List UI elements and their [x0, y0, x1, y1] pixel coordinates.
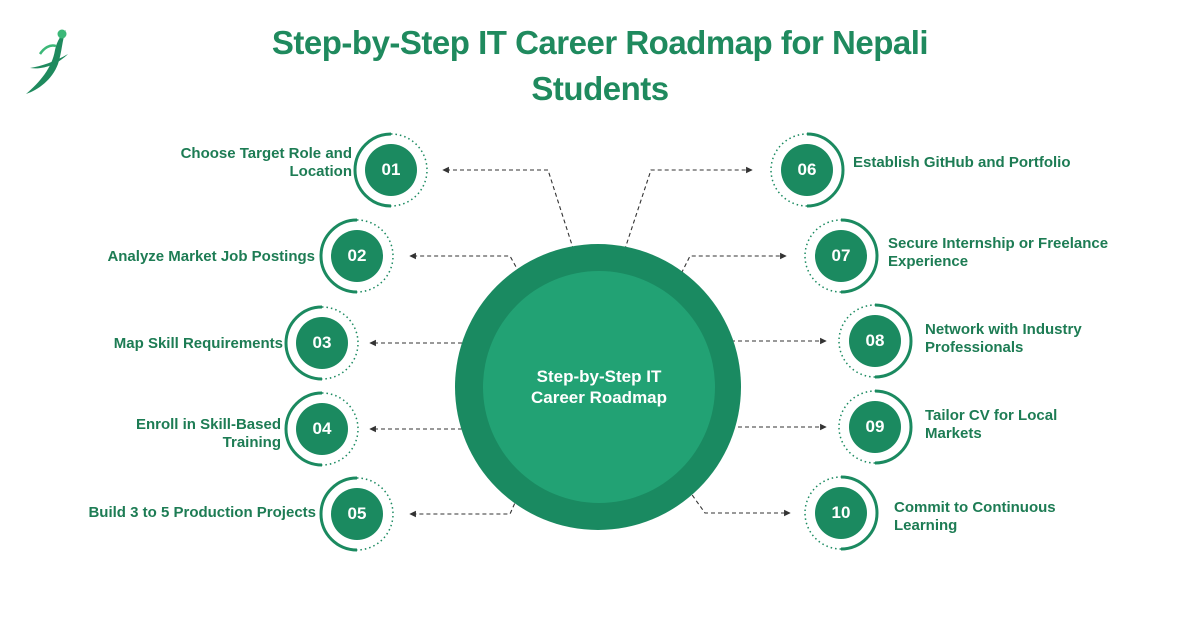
step-label-03: Map Skill Requirements: [113, 335, 283, 352]
step-label-07: Secure Internship or Freelance Experienc…: [888, 235, 1109, 270]
step-label-05: Build 3 to 5 Production Projects: [88, 504, 316, 521]
page-title: Step-by-Step IT Career Roadmap for Nepal…: [271, 24, 929, 107]
step-label-10: Commit to Continuous Learning: [894, 499, 1056, 534]
badge-ring: [319, 218, 394, 294]
step-label-06: Establish GitHub and Portfolio: [853, 154, 1071, 171]
step-badge-07: 07: [803, 218, 879, 294]
step-label-02: Analyze Market Job Postings: [107, 248, 315, 265]
step-number: 07: [815, 230, 867, 282]
step-number: 05: [331, 488, 383, 540]
badge-ring: [353, 132, 428, 208]
step-number: 09: [849, 401, 901, 453]
badge-ring: [804, 218, 879, 294]
step-number: 03: [296, 317, 348, 369]
step-number: 06: [781, 144, 833, 196]
step-number: 10: [815, 487, 867, 539]
connector-05: [409, 477, 527, 518]
badge-ring: [838, 389, 913, 465]
step-number: 02: [331, 230, 383, 282]
step-badge-05: 05: [319, 476, 395, 552]
step-badge-06: 06: [769, 132, 845, 208]
brand-logo-icon: [26, 29, 68, 94]
badge-ring: [770, 132, 845, 208]
connector-02: [409, 252, 527, 286]
step-badge-01: 01: [353, 132, 429, 208]
step-number: 04: [296, 403, 348, 455]
badge-ring: [838, 303, 913, 379]
step-number: 08: [849, 315, 901, 367]
step-badge-04: 04: [284, 391, 360, 467]
step-label-08: Network with Industry Professionals: [925, 321, 1082, 356]
step-label-04: Enroll in Skill-Based Training: [135, 416, 281, 451]
badge-ring: [284, 391, 359, 467]
step-badge-09: 09: [837, 389, 913, 465]
badge-ring: [804, 475, 879, 551]
step-number: 01: [365, 144, 417, 196]
step-badge-08: 08: [837, 303, 913, 379]
badge-ring: [319, 476, 394, 552]
connector-06: [617, 166, 753, 271]
hub-center-label: Step-by-Step IT Career Roadmap: [483, 271, 715, 503]
badge-ring: [284, 305, 359, 381]
step-badge-03: 03: [284, 305, 360, 381]
step-label-01: Choose Target Role and Location: [180, 145, 352, 180]
step-badge-10: 10: [803, 475, 879, 551]
step-label-09: Tailor CV for Local Markets: [925, 407, 1058, 442]
step-badge-02: 02: [319, 218, 395, 294]
